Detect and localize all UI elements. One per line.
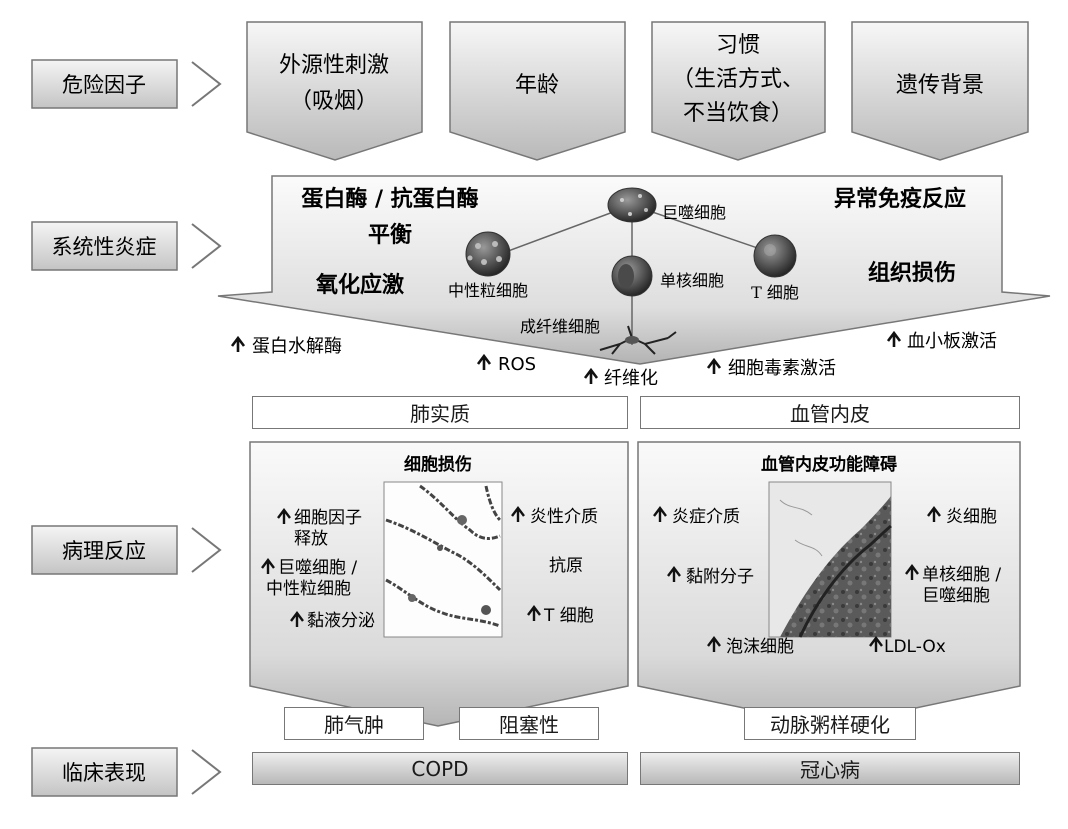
- arrow-up-icon: [230, 335, 246, 352]
- lung-cytokine-line1: 细胞因子: [294, 508, 362, 528]
- lung-tissue-image: [383, 481, 503, 638]
- link-line: [499, 204, 633, 255]
- link-line: [631, 204, 776, 255]
- monocyte-label: 单核细胞: [660, 271, 724, 290]
- outcome-atherosclerosis: 动脉粥样硬化: [744, 707, 916, 740]
- risk-factor-genetic: 遗传背景: [851, 21, 1029, 161]
- effect-fibrosis-text: 纤维化: [604, 368, 658, 389]
- macrophage-label: 巨噬细胞: [662, 203, 726, 222]
- arrow-up-icon: [583, 367, 599, 384]
- arrow-up-icon: [261, 558, 275, 574]
- risk-habits-line1: 习惯: [716, 33, 760, 58]
- arrow-up-icon: [667, 566, 681, 582]
- protease-balance-line1: 蛋白酶 / 抗蛋白酶: [301, 186, 478, 212]
- inflammation-arrow: 蛋白酶 / 抗蛋白酶 平衡 氧化应激 异常免疫反应 组织损伤 巨噬细胞 中性粒细…: [217, 175, 1051, 365]
- arrow-up-icon: [886, 330, 902, 347]
- clinical-chd: 冠心病: [640, 752, 1020, 785]
- row-label-risk-factors-text: 危险因子: [62, 73, 146, 97]
- arrow-up-icon: [706, 357, 722, 374]
- arrow-up-icon: [653, 506, 667, 522]
- immune-response-text: 异常免疫反应: [834, 186, 966, 212]
- arrow-up-icon: [527, 605, 541, 621]
- effect-ros-text: ROS: [498, 354, 536, 375]
- vascular-mono-line1: 单核细胞 /: [922, 565, 1001, 585]
- effect-cytotoxin-text: 细胞毒素激活: [728, 358, 836, 379]
- lung-tcell-text: T 细胞: [543, 606, 594, 626]
- lung-mucus-text: 黏液分泌: [307, 611, 375, 631]
- vascular-foam-text: 泡沫细胞: [726, 637, 794, 657]
- row-label-inflammation-text: 系统性炎症: [52, 235, 157, 259]
- tissue-damage-text: 组织损伤: [868, 260, 956, 286]
- lung-panel-title: 细胞损伤: [404, 454, 472, 475]
- vessel-tissue-image: [768, 481, 892, 638]
- oxidative-stress-text: 氧化应激: [315, 272, 404, 298]
- risk-habits-line3: 不当饮食）: [683, 101, 793, 126]
- lung-macrophage-line2: 中性粒细胞: [266, 579, 351, 599]
- outcome-emphysema: 肺气肿: [284, 707, 424, 740]
- neutrophil-label: 中性粒细胞: [448, 281, 528, 300]
- lung-cytokine-line2: 释放: [294, 529, 328, 549]
- row-label-pathology: 病理反应: [31, 525, 222, 575]
- risk-external-line1: 外源性刺激: [279, 53, 389, 78]
- arrow-up-icon: [707, 636, 721, 652]
- effect-platelet-text: 血小板激活: [907, 331, 997, 352]
- monocyte-cell-icon: [611, 255, 653, 297]
- risk-external-line2: （吸烟）: [290, 89, 378, 114]
- t-cell-label: T 细胞: [751, 283, 799, 302]
- t-cell-icon: [753, 234, 797, 278]
- effect-platelet: 血小板激活: [886, 330, 997, 352]
- chevron-right-icon: [191, 749, 222, 795]
- arrow-up-icon: [869, 636, 883, 652]
- risk-factor-age: 年龄: [449, 21, 626, 161]
- risk-habits-line2: （生活方式、: [672, 67, 804, 92]
- risk-factor-habits: 习惯 （生活方式、 不当饮食）: [651, 21, 826, 161]
- arrow-up-icon: [290, 611, 304, 627]
- chevron-right-icon: [191, 527, 222, 573]
- effect-proteolytic: 蛋白水解酶: [230, 335, 342, 357]
- arrow-up-icon: [927, 506, 941, 522]
- vascular-adhesion-text: 黏附分子: [686, 567, 754, 587]
- row-label-clinical: 临床表现: [31, 747, 222, 797]
- outcome-obstructive: 阻塞性: [459, 707, 599, 740]
- row-label-pathology-text: 病理反应: [62, 539, 146, 563]
- effect-proteolytic-text: 蛋白水解酶: [252, 336, 342, 357]
- vascular-panel-title: 血管内皮功能障碍: [761, 454, 897, 475]
- arrow-up-icon: [476, 353, 492, 370]
- row-label-risk-factors: 危险因子: [31, 59, 222, 109]
- protease-balance-line2: 平衡: [368, 222, 412, 248]
- lung-mediator-text: 炎性介质: [530, 507, 598, 527]
- clinical-copd: COPD: [252, 752, 628, 785]
- effect-cytotoxin: 细胞毒素激活: [706, 357, 836, 379]
- vascular-mono-line2: 巨噬细胞: [922, 586, 990, 606]
- risk-factor-external: 外源性刺激 （吸烟）: [246, 21, 423, 161]
- vascular-inflam-cell-text: 炎细胞: [946, 507, 997, 527]
- chevron-right-icon: [191, 223, 222, 269]
- arrow-up-icon: [277, 508, 291, 524]
- chevron-right-icon: [191, 61, 222, 107]
- lung-panel: 细胞损伤 细胞因子 释放 巨噬细胞 / 中性粒细胞 黏液分泌 炎性介质 抗原 T…: [249, 441, 629, 727]
- lung-antigen-text: 抗原: [549, 556, 583, 576]
- effect-fibrosis: 纤维化: [583, 367, 658, 389]
- vascular-mediator-text: 炎症介质: [672, 507, 740, 527]
- risk-age-text: 年龄: [515, 73, 559, 98]
- row-label-clinical-text: 临床表现: [62, 761, 146, 785]
- arrow-up-icon: [905, 564, 919, 580]
- vascular-panel: 血管内皮功能障碍 炎症介质 黏附分子 泡沫细胞 炎细胞 单核细胞 / 巨噬细胞 …: [637, 441, 1021, 727]
- fibroblast-cell-icon: [599, 325, 677, 355]
- macrophage-cell-icon: [607, 187, 657, 223]
- section-vascular-endothelium: 血管内皮: [640, 396, 1020, 429]
- lung-macrophage-line1: 巨噬细胞 /: [278, 558, 357, 578]
- row-label-systemic-inflammation: 系统性炎症: [31, 221, 222, 271]
- vascular-ldl-text: LDL-Ox: [884, 637, 946, 657]
- neutrophil-cell-icon: [465, 231, 511, 277]
- section-lung-parenchyma: 肺实质: [252, 396, 628, 429]
- risk-genetic-text: 遗传背景: [896, 73, 984, 98]
- fibroblast-label: 成纤维细胞: [520, 317, 600, 336]
- effect-ros: ROS: [476, 353, 536, 375]
- arrow-up-icon: [511, 506, 525, 522]
